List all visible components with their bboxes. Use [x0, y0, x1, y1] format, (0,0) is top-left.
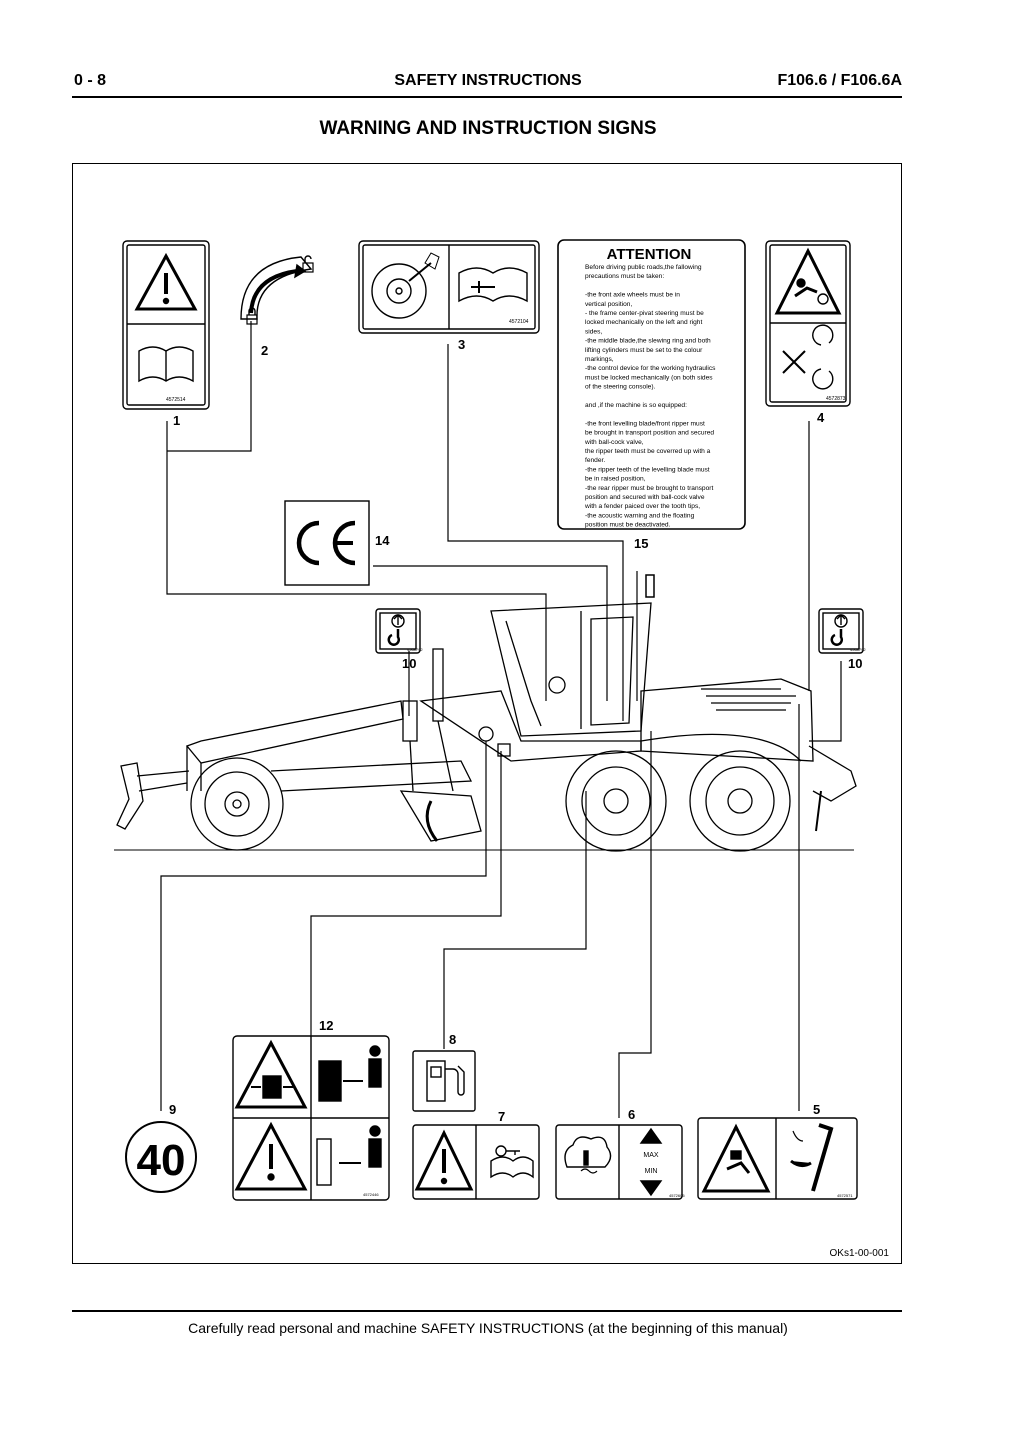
sign-2-lock-decal — [240, 255, 314, 325]
part-number-1: 4572514 — [166, 397, 186, 403]
attention-line: with a fender paiced over the tooth tips… — [584, 503, 700, 510]
attention-line: position must be deactivated. — [585, 522, 671, 529]
sign-3-wheel-manual: 4572104 — [358, 240, 540, 334]
callout-10-right: 10 — [848, 656, 862, 671]
sign-14-ce-mark — [284, 500, 370, 586]
callout-6: 6 — [628, 1107, 635, 1122]
callout-12: 12 — [319, 1018, 333, 1033]
section-title: SAFETY INSTRUCTIONS — [394, 72, 582, 89]
attention-line: position and secured with ball-cock valv… — [585, 494, 705, 501]
attention-line: -the control device for the working hydr… — [585, 365, 716, 372]
attention-line: the ripper teeth must be coverred up wit… — [585, 448, 711, 455]
sign-8-fuel — [412, 1050, 476, 1112]
callout-15: 15 — [634, 536, 648, 551]
part-number-12: 4572446 — [363, 1192, 379, 1197]
attention-line: lifting cylinders must be set to the col… — [585, 347, 703, 354]
part-number-5: 4572571 — [837, 1193, 853, 1198]
sign-6-coolant-level: MAX MIN 4572605 — [555, 1124, 685, 1200]
callout-4: 4 — [817, 410, 825, 425]
attention-line: Before driving public roads,the fallowin… — [585, 264, 702, 271]
figure-frame: 4572514 1 2 4572104 3 ATTENTION Before d… — [72, 163, 902, 1264]
sign-7-key-manual — [412, 1124, 540, 1200]
callout-7: 7 — [498, 1109, 505, 1124]
attention-line: -the middle blade,the slewing ring and b… — [585, 338, 711, 345]
attention-line: must be locked mechanically (on both sid… — [585, 374, 713, 381]
model-number: F106.6 / F106.6A — [777, 72, 902, 89]
attention-line: be brought in transport position and sec… — [585, 430, 714, 437]
callout-14: 14 — [375, 533, 390, 548]
attention-line: -the acoustic warning and the floating — [585, 512, 695, 519]
part-number-6: 4572605 — [669, 1193, 685, 1198]
leader-lines — [160, 321, 842, 1118]
callout-10-left: 10 — [402, 656, 416, 671]
figure-code: OKs1-00-001 — [830, 1248, 890, 1259]
attention-line: sides, — [585, 328, 602, 335]
motor-grader-illustration — [114, 574, 857, 852]
sign-5-lever-hazard: 4572571 — [697, 1117, 858, 1200]
attention-line: -the ripper teeth of the levelling blade… — [585, 466, 710, 473]
sign-10-lifting-hook-right: 4568792 — [818, 608, 866, 654]
sign-9-speed-limit: 40 — [125, 1121, 197, 1193]
min-label: MIN — [645, 1168, 658, 1175]
page-number: 0 - 8 — [74, 72, 107, 89]
attention-line: be in raised position, — [585, 476, 646, 483]
speed-limit-value: 40 — [137, 1136, 186, 1185]
page-title: WARNING AND INSTRUCTION SIGNS — [319, 118, 657, 139]
attention-heading: ATTENTION — [607, 246, 692, 263]
footer-rule — [72, 1310, 902, 1312]
signs-diagram: 4572514 1 2 4572104 3 ATTENTION Before d… — [114, 239, 890, 1259]
sign-10-lifting-hook-left: 4568792 — [375, 608, 423, 654]
attention-line: vertical position, — [585, 301, 632, 308]
sign-15-attention: ATTENTION Before driving public roads,th… — [557, 239, 746, 530]
header-rule — [72, 96, 902, 98]
attention-line: precautions must be taken: — [585, 273, 664, 280]
sign-4-pivot-crush: 4572873 — [765, 240, 851, 407]
attention-line: and ,if the machine is so equipped: — [585, 402, 687, 409]
attention-line: -the rear ripper must be brought to tran… — [585, 485, 713, 492]
sign-1-warning-manual: 4572514 — [122, 240, 210, 410]
max-label: MAX — [643, 1152, 659, 1159]
callout-3: 3 — [458, 337, 465, 352]
part-number-10a: 4568792 — [407, 647, 423, 652]
callout-8: 8 — [449, 1032, 456, 1047]
attention-line: - the frame center-pivat steering must b… — [585, 310, 704, 317]
callout-5: 5 — [813, 1102, 820, 1117]
sign-12-crush-zone: 4572446 — [232, 1035, 390, 1201]
attention-line: of the steering console). — [585, 384, 656, 391]
callout-1: 1 — [173, 413, 180, 428]
part-number-10b: 4568792 — [850, 647, 866, 652]
attention-line: markings, — [585, 356, 614, 363]
part-number-3: 4572104 — [509, 319, 529, 325]
callout-2: 2 — [261, 343, 268, 358]
attention-line: locked mechanically on the left and righ… — [585, 319, 702, 326]
attention-line: -the front levelling blade/front ripper … — [585, 420, 705, 427]
callout-9: 9 — [169, 1102, 176, 1117]
attention-line: fender. — [585, 457, 605, 464]
attention-line: with ball-cock valve, — [584, 439, 644, 446]
attention-line: -the front axle wheels must be in — [585, 292, 680, 299]
part-number-4: 4572873 — [826, 396, 846, 402]
attention-text: Before driving public roads,the fallowin… — [584, 264, 716, 529]
page-footer: Carefully read personal and machine SAFE… — [188, 1320, 788, 1336]
